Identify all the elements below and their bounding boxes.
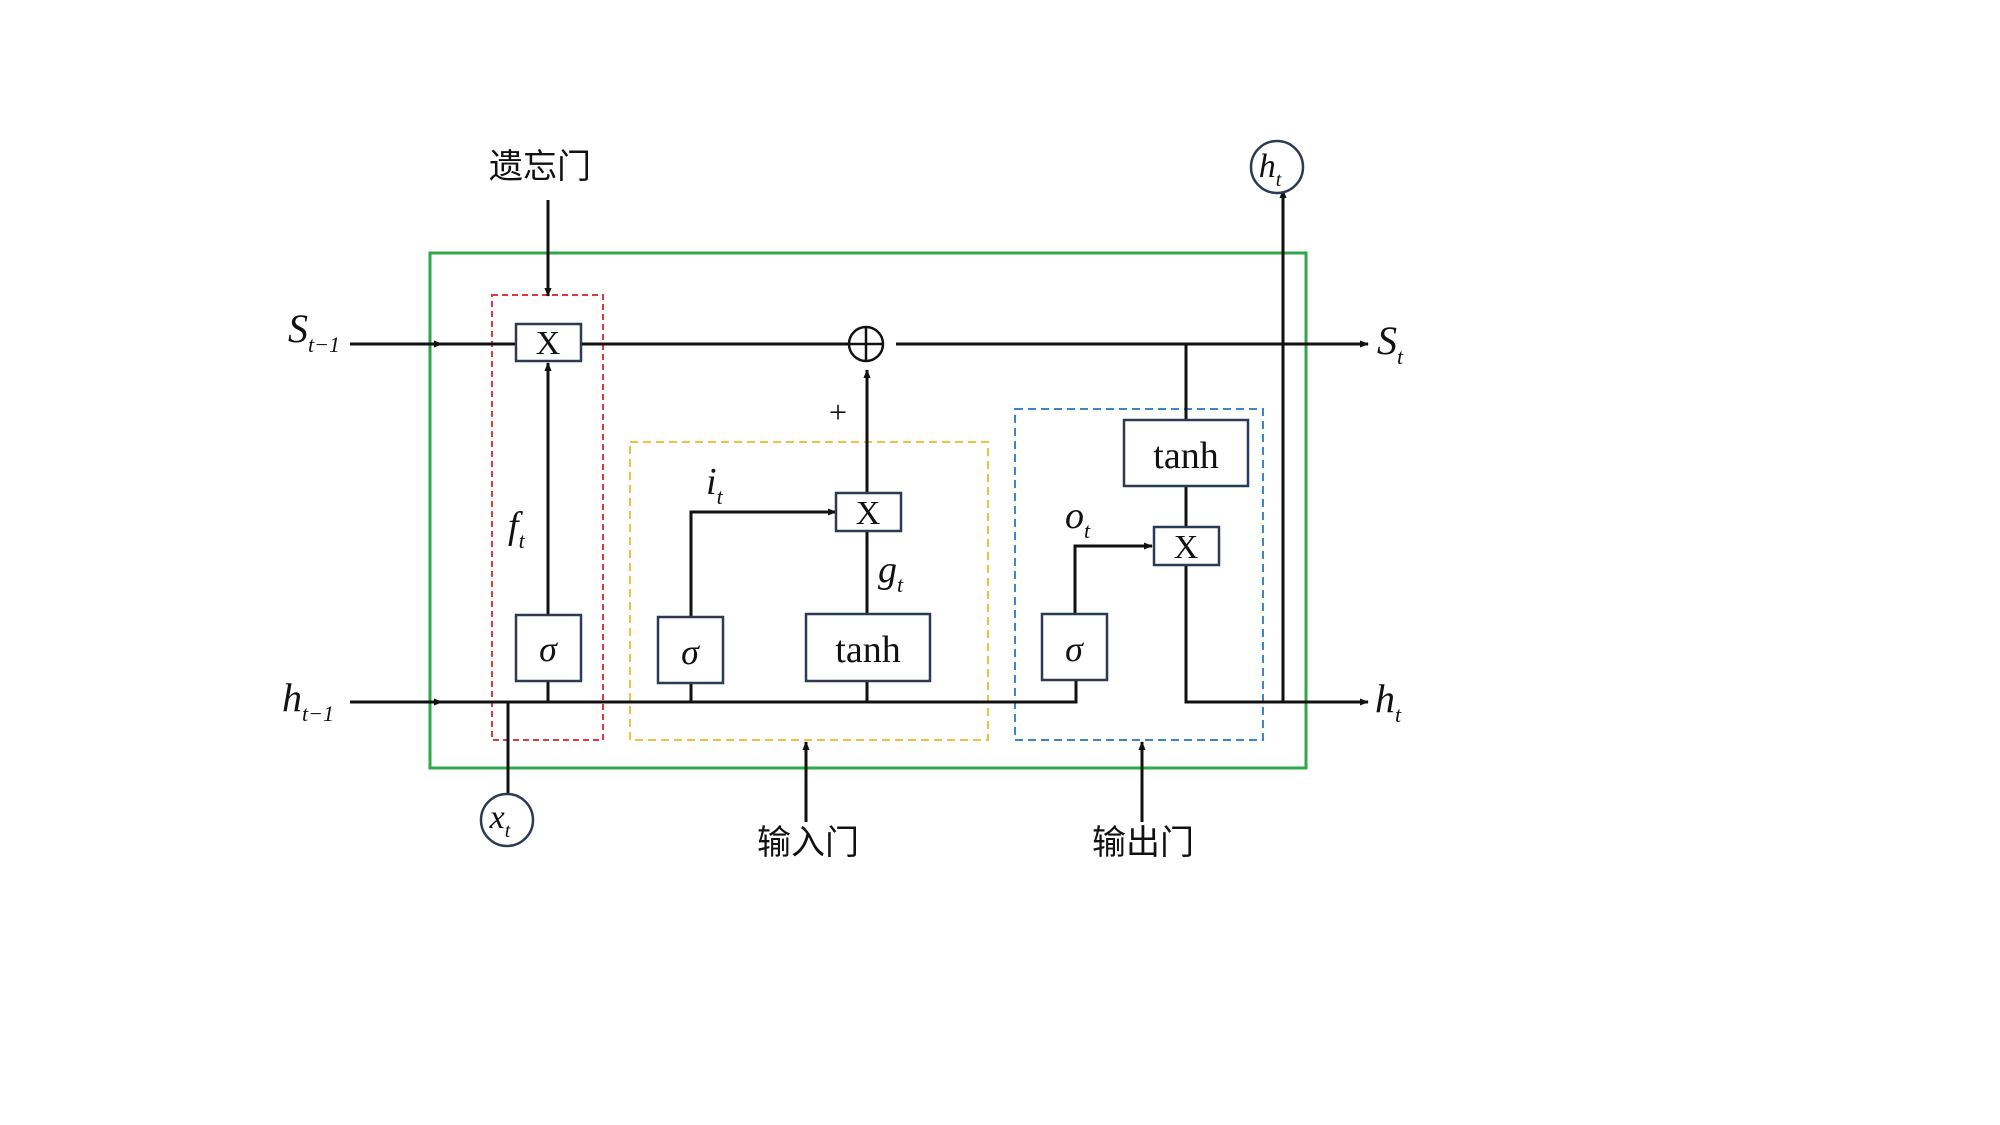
- output-to-hidden-arrow: [1184, 566, 1369, 706]
- output-tanh-box: [1122, 418, 1250, 488]
- hidden-top-label: ht: [1259, 148, 1282, 191]
- output-gate-region: [1014, 408, 1264, 741]
- input-gt-label: gt: [878, 549, 904, 597]
- hidden-out-label: ht: [1375, 676, 1402, 727]
- output-sigma-symbol: σ: [1065, 629, 1084, 669]
- hidden-top-circle: [1249, 139, 1305, 195]
- output-sigma-stem: [1071, 681, 1078, 704]
- output-ot-arrow: [1073, 542, 1153, 614]
- input-mult-box: [834, 491, 903, 533]
- input-tanh-label: tanh: [835, 629, 900, 671]
- input-it-arrow: [689, 508, 837, 617]
- output-sigma-box: [1040, 612, 1109, 682]
- input-it-label: it: [706, 461, 724, 509]
- input-tanh-box: [804, 612, 932, 683]
- hidden-in-label: ht−1: [282, 675, 334, 726]
- forget-mult-symbol: X: [536, 325, 561, 362]
- input-mult-symbol: X: [856, 495, 881, 532]
- cell-state-out-label: St: [1377, 318, 1404, 369]
- forget-sigma-symbol: σ: [539, 629, 558, 669]
- input-sigma-box: [656, 615, 725, 685]
- forget-ft-label: ft: [508, 505, 526, 553]
- input-gate-label: 输入门: [757, 823, 859, 863]
- output-tanh-label: tanh: [1153, 435, 1218, 477]
- input-x-label: xt: [489, 799, 511, 842]
- plus-sign-label: +: [829, 394, 847, 430]
- forget-gate-label: 遗忘门: [489, 147, 591, 187]
- cell-state-in-label: St−1: [288, 306, 340, 357]
- output-mult-box: [1152, 525, 1221, 567]
- input-gate-region: [629, 441, 989, 741]
- lstm-cell-border: [428, 251, 1308, 770]
- output-mult-symbol: X: [1174, 529, 1199, 566]
- output-ot-label: ot: [1065, 495, 1091, 543]
- input-sigma-symbol: σ: [681, 632, 700, 672]
- forget-sigma-box: [514, 613, 583, 683]
- output-gate-label: 输出门: [1092, 823, 1194, 863]
- forget-mult-box: [514, 322, 583, 363]
- input-x-circle: [479, 792, 535, 848]
